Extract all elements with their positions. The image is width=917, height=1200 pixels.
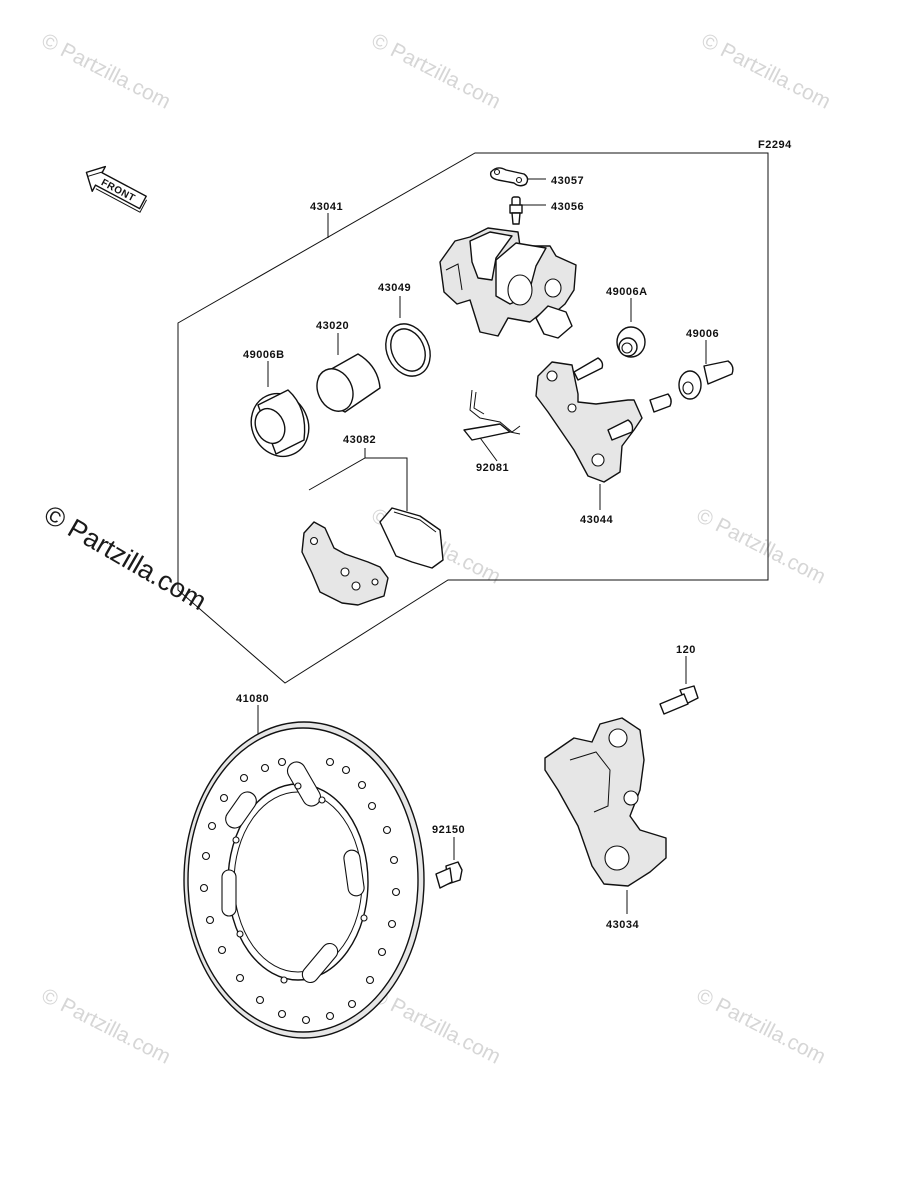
watermark: © Partzilla.com [693,984,830,1069]
part-43057-bracket [489,167,529,187]
label-120: 120 [676,644,696,656]
label-92150: 92150 [432,824,465,836]
part-120-bolt [659,685,699,715]
label-49006: 49006 [686,328,719,340]
watermark: © Partzilla.com [698,29,835,114]
watermark: © Partzilla.com [368,984,505,1069]
label-43020: 43020 [316,320,349,332]
label-49006A: 49006A [606,286,648,298]
part-43034-bracket [544,717,667,887]
part-49006A-boot [616,326,646,358]
watermark: © Partzilla.com [38,29,175,114]
watermark: © Partzilla.com [38,984,175,1069]
part-41080-disc [183,721,425,1039]
part-43082-pads [301,507,444,606]
part-labels: 43057 43056 43041 43049 49006A 43020 490… [236,175,719,931]
part-49006B-dust-seal [250,389,310,458]
front-arrow-icon: FRONT [85,165,148,213]
label-41080: 41080 [236,693,269,705]
label-49006B: 49006B [243,349,285,361]
watermark: © Partzilla.com [368,29,505,114]
label-43082: 43082 [343,434,376,446]
label-43034: 43034 [606,919,639,931]
label-43049: 43049 [378,282,411,294]
part-43049-seal [385,323,431,377]
part-43056-bleeder [509,196,523,225]
part-92150-bolt [435,861,463,889]
watermark-dark: © Partzilla.com [39,499,212,616]
part-92081-clip [463,389,521,441]
label-43056: 43056 [551,201,584,213]
part-43044-bracket [535,357,672,483]
part-43020-piston [316,353,381,413]
label-43044: 43044 [580,514,613,526]
part-49006-pin [678,360,734,400]
label-92081: 92081 [476,462,509,474]
caliper-body [439,227,577,339]
label-43041: 43041 [310,201,343,213]
watermark: © Partzilla.com [693,504,830,589]
diagram-code: F2294 [758,139,792,151]
leader-lines [257,178,707,914]
assembly-frame [177,152,769,684]
label-43057: 43057 [551,175,584,187]
